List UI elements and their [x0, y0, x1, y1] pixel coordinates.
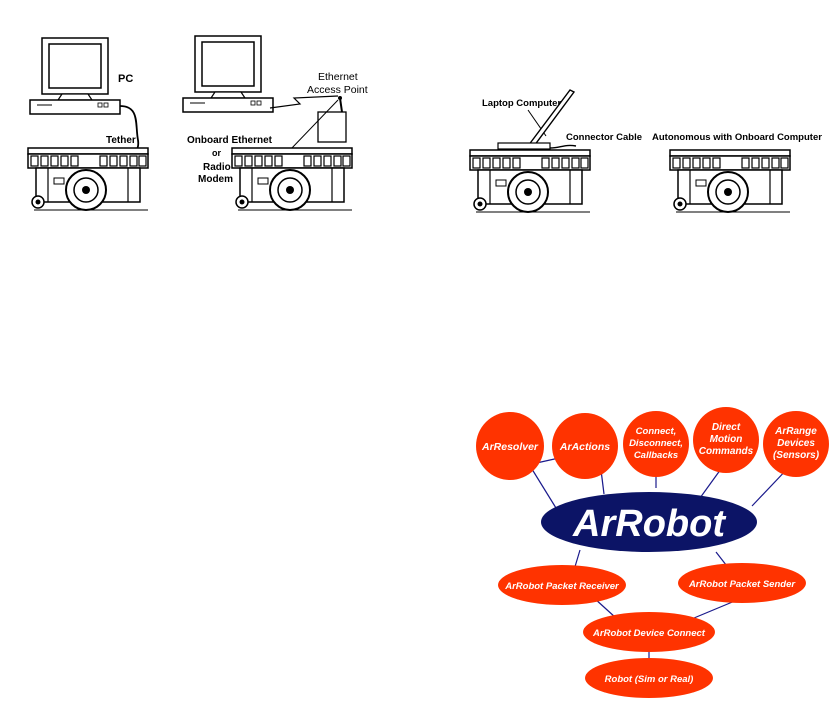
modem-label: Modem — [198, 174, 233, 185]
cable-label: Connector Cable — [566, 132, 642, 143]
onboard-ethernet-label: Onboard Ethernet — [187, 135, 273, 146]
node-aractions: ArActions — [552, 413, 618, 479]
tethered-setup: PC Tether — [27, 37, 149, 211]
svg-text:(Sensors): (Sensors) — [773, 450, 820, 461]
svg-text:Connect,: Connect, — [636, 426, 677, 437]
node-arresolver: ArResolver — [476, 412, 544, 480]
onboard-or-label: or — [212, 148, 221, 158]
access-point-icon — [317, 111, 347, 143]
laptop-label: Laptop Computer — [482, 98, 561, 109]
svg-text:ArRobot Packet Sender: ArRobot Packet Sender — [688, 579, 796, 590]
svg-text:ArResolver: ArResolver — [481, 441, 539, 453]
arrobot-diagram: ArResolver ArActions Connect, Disconnect… — [476, 407, 829, 698]
svg-text:Disconnect,: Disconnect, — [629, 438, 683, 449]
robot-illustration — [231, 147, 353, 211]
robot-illustration — [469, 149, 591, 213]
node-direct-motion: Direct Motion Commands — [693, 407, 759, 473]
autonomous-setup: Autonomous with Onboard Computer — [652, 132, 822, 213]
node-packet-sender: ArRobot Packet Sender — [678, 563, 806, 603]
ethernet-setup: Ethernet Access Point Onboard Ethernet o… — [182, 35, 368, 211]
laptop-setup: Laptop Computer Connector Cable — [469, 89, 642, 213]
svg-text:Callbacks: Callbacks — [634, 450, 678, 461]
svg-text:ArActions: ArActions — [559, 441, 610, 453]
access-point-label-2: Access Point — [307, 84, 368, 96]
svg-text:ArRobot Device Connect: ArRobot Device Connect — [592, 628, 706, 639]
node-arrange-devices: ArRange Devices (Sensors) — [763, 411, 829, 477]
pc-illustration — [182, 35, 274, 113]
autonomous-label: Autonomous with Onboard Computer — [652, 132, 822, 143]
tether-label: Tether — [106, 135, 136, 146]
svg-text:Devices: Devices — [777, 438, 815, 449]
svg-text:Direct: Direct — [712, 422, 741, 433]
svg-text:Motion: Motion — [710, 434, 743, 445]
svg-text:Robot (Sim or Real): Robot (Sim or Real) — [605, 674, 694, 685]
svg-text:Commands: Commands — [699, 446, 754, 457]
pc-illustration — [29, 37, 121, 115]
node-packet-receiver: ArRobot Packet Receiver — [498, 565, 626, 605]
node-connect-callbacks: Connect, Disconnect, Callbacks — [623, 411, 689, 477]
node-device-connect: ArRobot Device Connect — [583, 612, 715, 652]
access-point-label-1: Ethernet — [318, 71, 358, 83]
svg-text:ArRobot: ArRobot — [572, 503, 726, 545]
svg-text:ArRobot Packet Receiver: ArRobot Packet Receiver — [504, 581, 620, 592]
robot-illustration — [27, 147, 149, 211]
node-arrobot-center: ArRobot — [541, 492, 757, 552]
node-robot-sim-real: Robot (Sim or Real) — [585, 658, 713, 698]
robot-illustration — [669, 149, 791, 213]
radio-label: Radio — [203, 162, 231, 173]
pc-label: PC — [118, 73, 133, 85]
wireless-link — [269, 95, 339, 109]
svg-text:ArRange: ArRange — [774, 426, 817, 437]
